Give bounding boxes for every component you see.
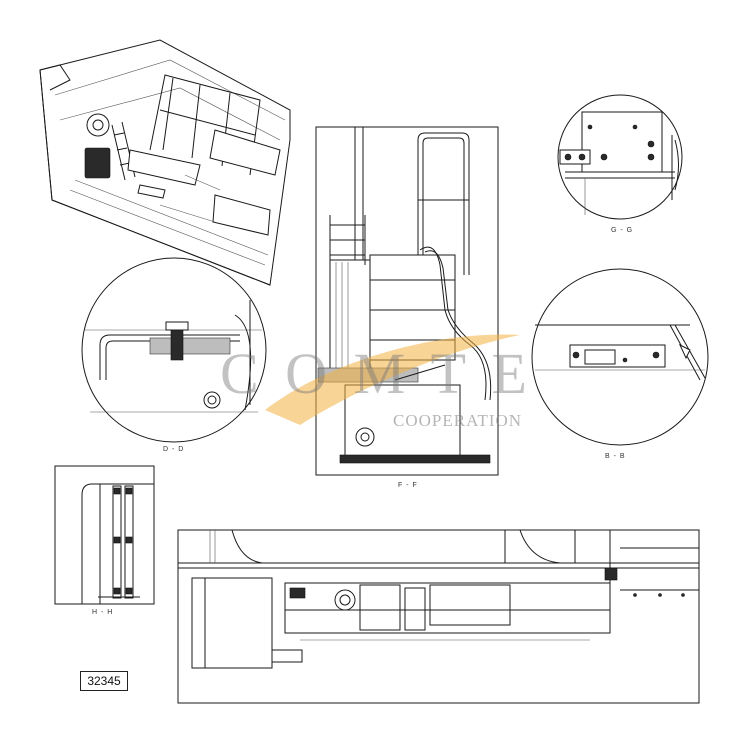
watermark-swoosh xyxy=(265,334,520,425)
view-h-h xyxy=(54,465,155,605)
view-b-b xyxy=(531,268,709,446)
view-d-d xyxy=(81,257,267,443)
bottom-view xyxy=(177,529,700,704)
view-label-bb: B - B xyxy=(605,453,626,460)
view-label-gg: G - G xyxy=(611,227,634,234)
isometric-view xyxy=(39,39,291,286)
watermark-text: C O M T E xyxy=(220,341,533,406)
part-number-box: 32345 xyxy=(80,671,128,691)
watermark-subtext: COOPERATION xyxy=(393,411,523,430)
view-label-dd: D - D xyxy=(163,446,185,453)
view-label-hh: H - H xyxy=(92,609,114,616)
view-g-g xyxy=(557,94,683,220)
view-label-ff: F - F xyxy=(398,482,418,489)
